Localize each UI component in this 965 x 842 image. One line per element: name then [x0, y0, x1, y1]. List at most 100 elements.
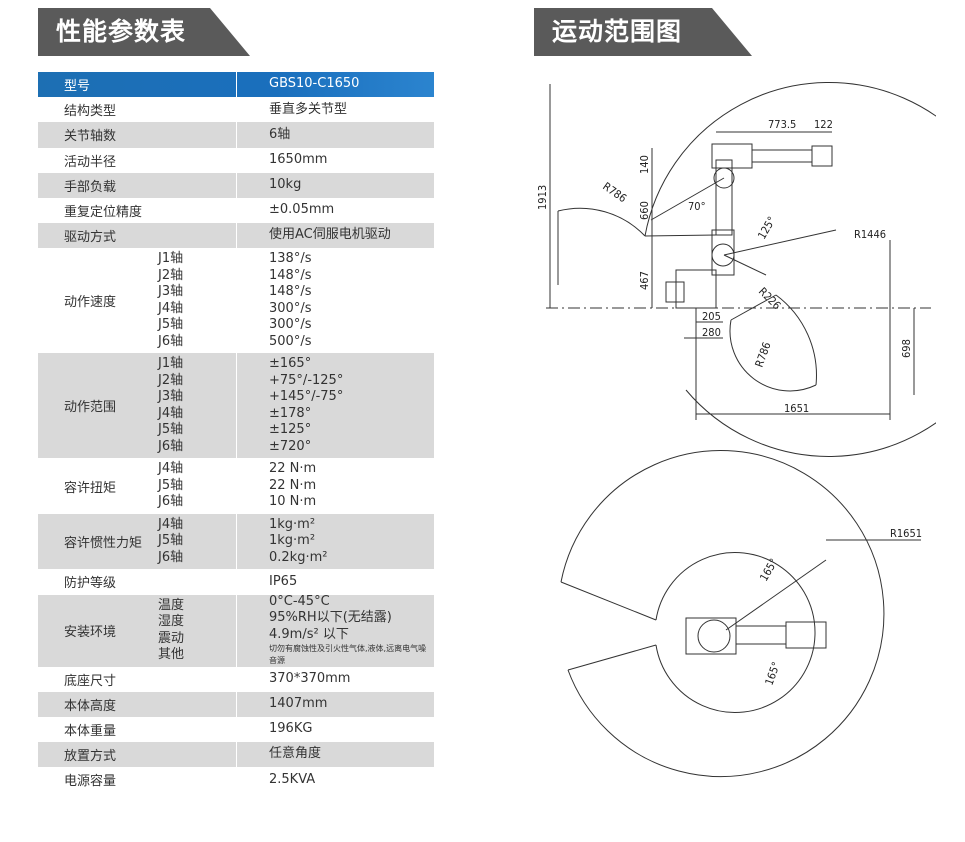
label-698: 698: [900, 339, 913, 358]
spec-label: 型号: [64, 79, 91, 95]
label-140: 140: [638, 155, 651, 174]
spec-label: 活动半径: [64, 154, 117, 170]
spec-sublabel: J1轴: [158, 251, 184, 267]
spec-row: 重复定位精度 ±0.05mm: [38, 197, 434, 224]
spec-value-line: 1kg·m²: [269, 516, 316, 532]
spec-sublabel: J6轴: [158, 549, 184, 565]
top-robot-wrist: [785, 621, 827, 649]
robot-wrist: [811, 145, 833, 167]
spec-row: 本体高度 1407mm: [38, 691, 434, 717]
range-title: 运动范围图: [534, 8, 752, 56]
spec-value-line: +145°/-75°: [269, 389, 344, 405]
spec-divider: [236, 353, 237, 459]
label-660: 660: [638, 201, 651, 220]
spec-value: ±165°+75°/-125°+145°/-75°±178°±125°±720°: [237, 356, 434, 455]
spec-value-line: 0°C-45°C: [269, 593, 330, 609]
spec-divider: [236, 72, 237, 98]
spec-value: 196KG: [269, 721, 313, 737]
top-robot-arm: [735, 625, 787, 645]
envelope-edge: [644, 234, 717, 237]
spec-value: 6轴: [269, 126, 291, 142]
motion-range-drawing: 773.5 122 1913 R786 140 660 70° 125° R14…: [536, 70, 936, 840]
spec-label: 动作范围: [64, 400, 117, 416]
label-467: 467: [638, 271, 651, 290]
spec-sublabel: J6轴: [158, 494, 184, 510]
spec-divider: [236, 122, 237, 148]
label-122: 122: [814, 118, 833, 131]
spec-sublabel: J2轴: [158, 267, 184, 283]
spec-value: 任意角度: [269, 746, 322, 762]
label-1651: 1651: [784, 402, 809, 415]
spec-value: 370*370mm: [269, 670, 351, 686]
spec-value: 1407mm: [269, 696, 328, 712]
spec-divider: [236, 197, 237, 224]
spec-sublabel: J4轴: [158, 405, 184, 421]
top-inner-arc: [655, 552, 816, 713]
spec-sublabel: J4轴: [158, 516, 184, 532]
reach-line-3: [723, 229, 837, 256]
top-robot-base: [685, 617, 737, 655]
envelope-outer-arc: [644, 81, 936, 457]
envelope-lower-arc: [729, 319, 817, 392]
spec-value-line: 300°/s: [269, 317, 312, 333]
spec-value-line: 切勿有腐蚀性及引火性气体,液体,远离电气噪音源: [269, 644, 427, 666]
spec-label: 手部负载: [64, 179, 117, 195]
spec-value-line: 1kg·m²: [269, 533, 316, 549]
label-1913: 1913: [536, 185, 549, 210]
reach-line-1: [650, 177, 725, 221]
spec-label: 本体高度: [64, 698, 117, 714]
spec-label: 结构类型: [64, 104, 117, 120]
spec-divider: [236, 223, 237, 249]
spec-value-line: 22 N·m: [269, 461, 317, 477]
spec-value: 垂直多关节型: [269, 101, 348, 117]
spec-value: GBS10-C1650: [269, 76, 360, 92]
spec-value-line: 95%RH以下(无结露): [269, 610, 392, 626]
top-reach-line: [725, 559, 827, 631]
spec-sublabel: J2轴: [158, 372, 184, 388]
spec-value: 使用AC伺服电机驱动: [269, 227, 391, 243]
spec-value-line: 500°/s: [269, 333, 312, 349]
spec-label: 防护等级: [64, 576, 117, 592]
spec-value: IP65: [269, 573, 298, 589]
specs-title: 性能参数表: [38, 8, 250, 56]
spec-label: 电源容量: [64, 774, 117, 790]
spec-value: ±0.05mm: [269, 202, 335, 218]
spec-value-line: 10 N·m: [269, 494, 317, 510]
spec-value-line: 22 N·m: [269, 477, 317, 493]
robot-upper-arm: [715, 159, 733, 236]
spec-divider: [236, 569, 237, 595]
spec-sublabel: J6轴: [158, 438, 184, 454]
label-r786-top: R786: [600, 180, 629, 205]
spec-value-line: 138°/s: [269, 251, 312, 267]
spec-sublabel: 震动: [158, 630, 185, 646]
spec-sublabel: J6轴: [158, 333, 184, 349]
spec-label: 底座尺寸: [64, 673, 117, 689]
spec-value-line: 300°/s: [269, 300, 312, 316]
spec-sublabel: J5轴: [158, 477, 184, 493]
label-165-top: 165°: [757, 556, 780, 583]
spec-label: 放置方式: [64, 749, 117, 765]
spec-value: 10kg: [269, 177, 302, 193]
robot-motor: [665, 281, 685, 303]
spec-divider: [236, 666, 237, 692]
spec-value-line: 148°/s: [269, 267, 312, 283]
spec-sublabel: J3轴: [158, 389, 184, 405]
robot-lower-arm: [711, 229, 735, 276]
spec-divider: [236, 742, 237, 768]
spec-value: 2.5KVA: [269, 771, 316, 787]
label-r1651: R1651: [890, 527, 922, 540]
spec-divider: [236, 147, 237, 173]
spec-row: 电源容量 2.5KVA: [38, 767, 434, 793]
envelope-lower-arc2: [775, 294, 817, 386]
spec-label: 重复定位精度: [64, 205, 143, 221]
spec-sublabel: J5轴: [158, 533, 184, 549]
